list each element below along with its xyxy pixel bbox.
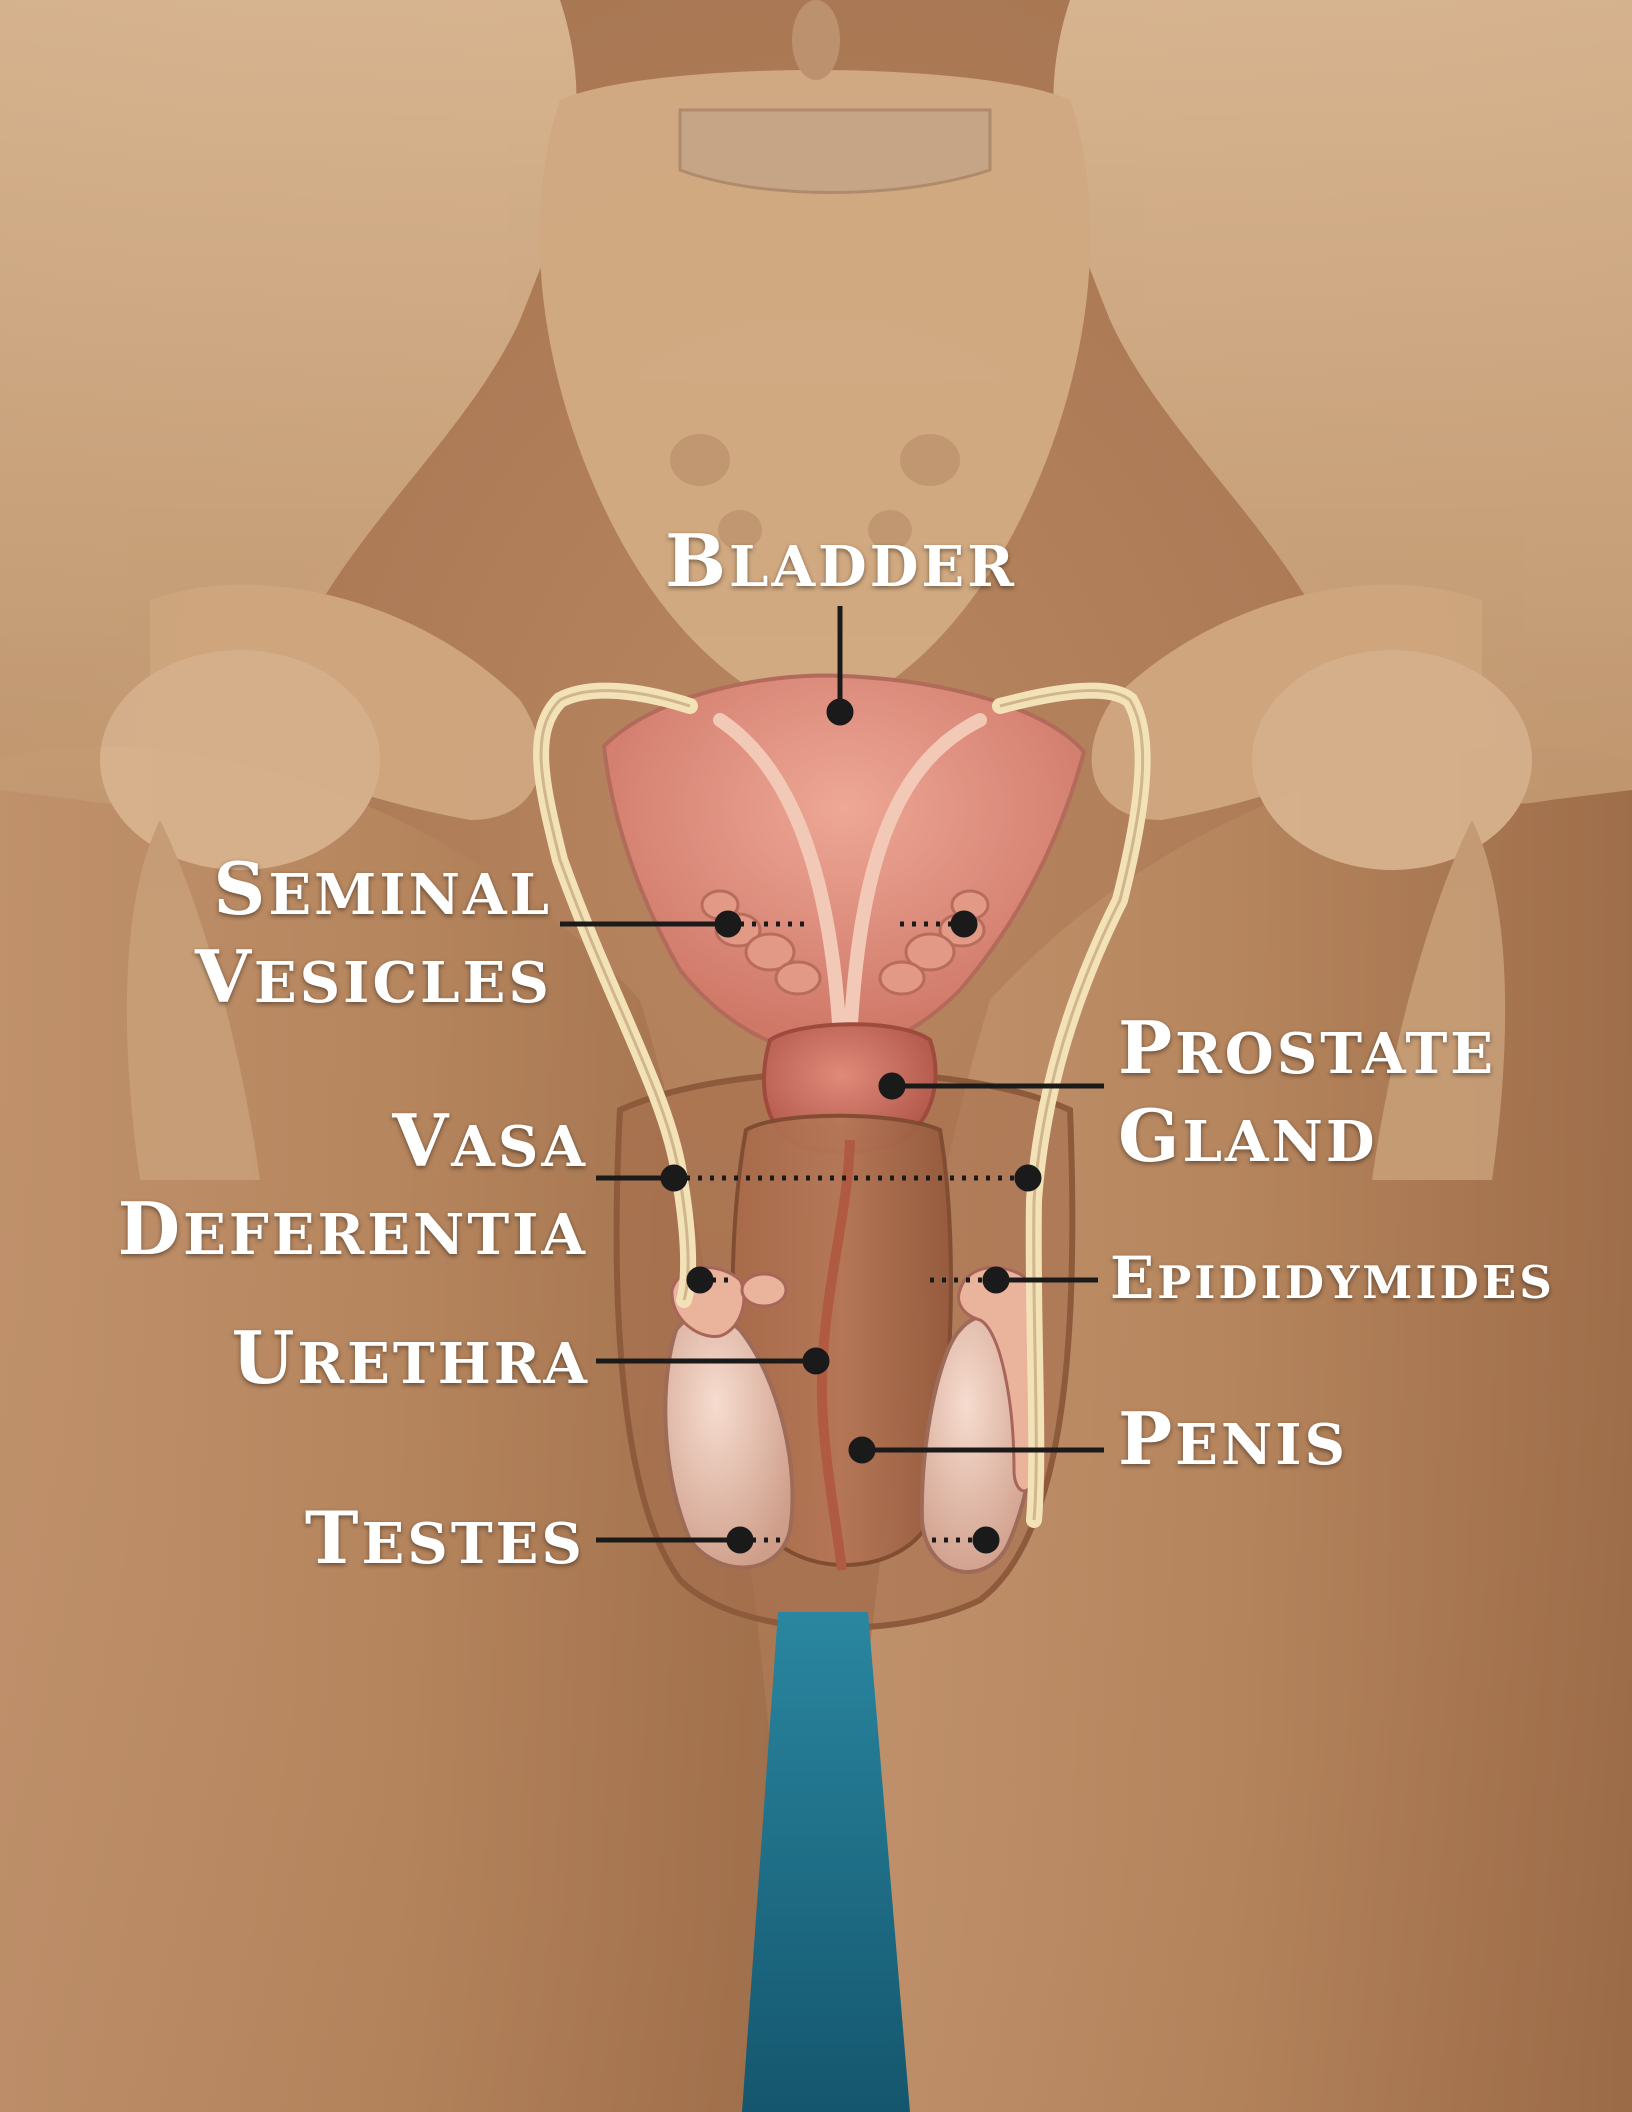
label-seminal-vesicles-line-1: SEMINAL	[140, 848, 552, 936]
label-bladder-text: BLADDER	[636, 520, 1046, 608]
label-testes-text: TESTES	[245, 1497, 585, 1585]
label-urethra: URETHRA	[170, 1317, 590, 1405]
label-prostate-gland: PROSTATE GLAND	[1118, 1007, 1598, 1183]
label-epididymides-text: EPIDIDYMIDES	[1110, 1243, 1610, 1318]
label-testes: TESTES	[245, 1497, 585, 1585]
label-seminal-vesicles: SEMINAL VESICLES	[140, 848, 552, 1024]
label-bladder: BLADDER	[636, 520, 1046, 608]
label-prostate-gland-line-1: PROSTATE	[1118, 1007, 1598, 1095]
label-vasa-deferentia-line-1: VASA	[40, 1100, 588, 1188]
bladder-pointer-dot	[829, 701, 851, 723]
label-vasa-deferentia: VASA DEFERENTIA	[40, 1100, 588, 1276]
label-penis-text: PENIS	[1118, 1398, 1418, 1486]
label-penis: PENIS	[1118, 1398, 1418, 1486]
label-seminal-vesicles-line-2: VESICLES	[140, 936, 552, 1024]
label-epididymides: EPIDIDYMIDES	[1110, 1243, 1610, 1318]
label-vasa-deferentia-line-2: DEFERENTIA	[40, 1188, 588, 1276]
label-prostate-gland-line-2: GLAND	[1118, 1095, 1598, 1183]
label-urethra-text: URETHRA	[170, 1317, 590, 1405]
